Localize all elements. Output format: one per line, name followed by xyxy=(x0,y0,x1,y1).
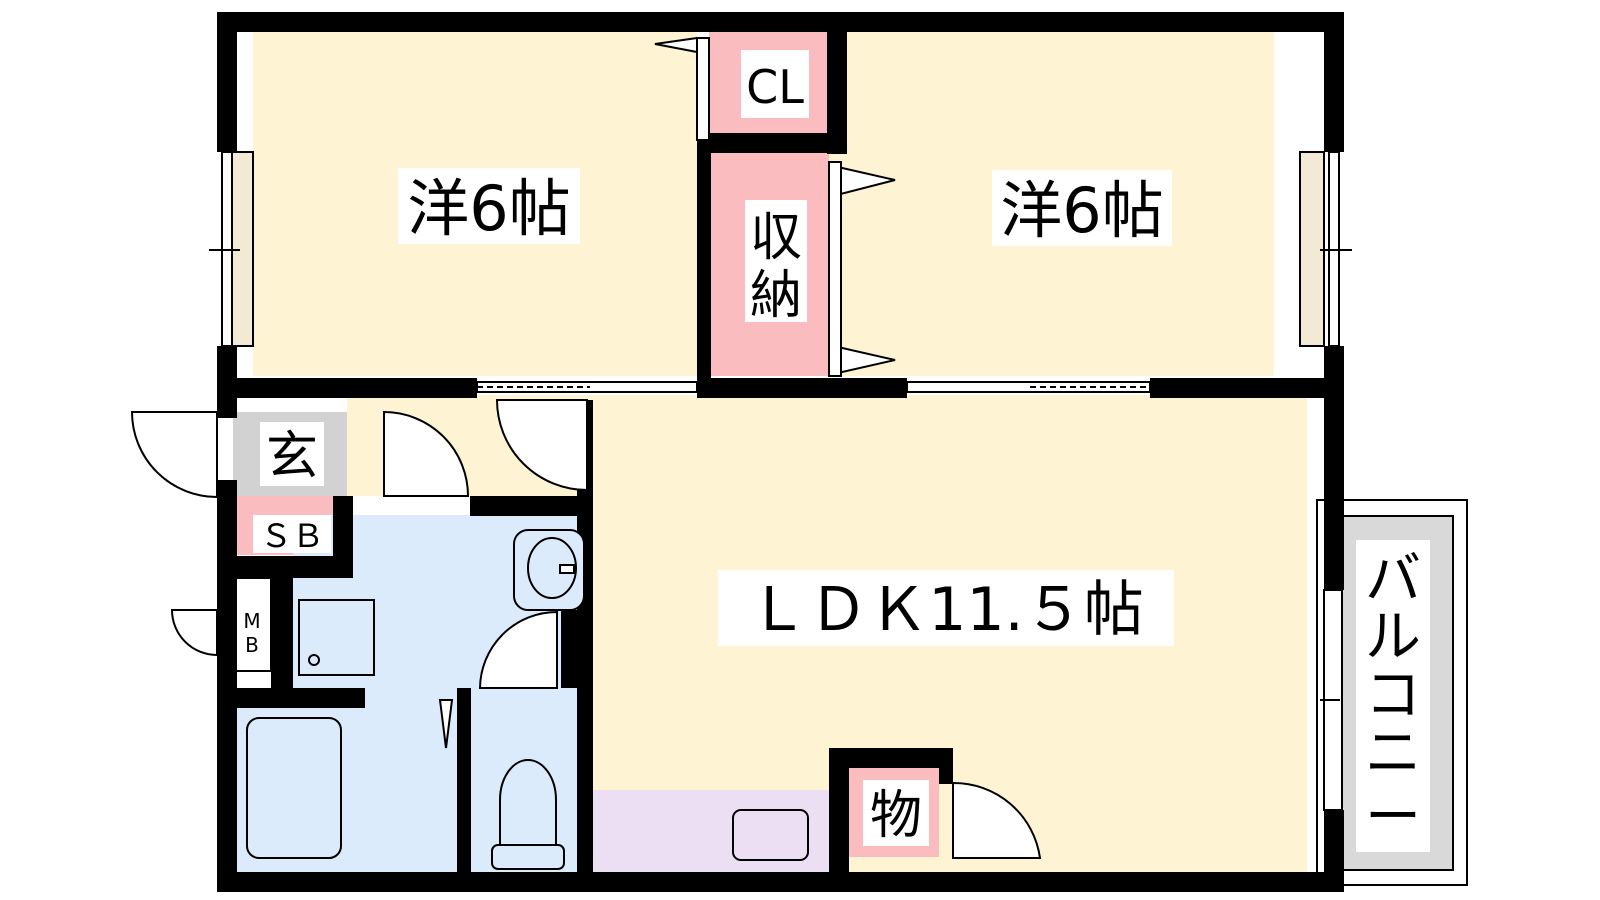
label-ldk: ＬＤＫ11.５帖 xyxy=(748,575,1143,645)
label-storeroom: 物 xyxy=(870,786,922,846)
label-balcony-1: バ xyxy=(1365,547,1421,612)
label-balcony-4: ニ xyxy=(1365,721,1421,786)
label-storage-1: 収 xyxy=(750,208,802,268)
washbasin xyxy=(513,529,585,611)
sliding-doors xyxy=(476,381,1151,393)
label-shoe-box: ＳＢ xyxy=(260,517,324,555)
label-balcony-2: ル xyxy=(1365,605,1421,670)
room-labels: 洋6帖 洋6帖 CL 収 納 玄 ＳＢ M B ＬＤＫ11.５帖 物 バ ル コ… xyxy=(243,50,1430,852)
label-balcony-5: ー xyxy=(1365,785,1421,850)
doors xyxy=(130,36,1042,859)
bathtub xyxy=(246,717,342,859)
fixtures xyxy=(246,529,809,870)
label-western-right: 洋6帖 xyxy=(1000,174,1163,247)
washing-machine-pan xyxy=(298,599,375,676)
label-storage-2: 納 xyxy=(750,266,802,326)
label-western-left: 洋6帖 xyxy=(407,172,570,245)
label-closet: CL xyxy=(746,60,804,114)
label-meter-box-2: B xyxy=(245,633,259,657)
walls xyxy=(217,12,1344,892)
windows xyxy=(209,151,1352,811)
label-meter-box-1: M xyxy=(243,609,260,633)
meter-box-area xyxy=(232,577,272,672)
kitchen-sink xyxy=(732,809,809,861)
label-balcony-3: コ xyxy=(1365,663,1421,728)
label-entrance: 玄 xyxy=(266,427,318,487)
toilet-bowl xyxy=(499,759,557,856)
